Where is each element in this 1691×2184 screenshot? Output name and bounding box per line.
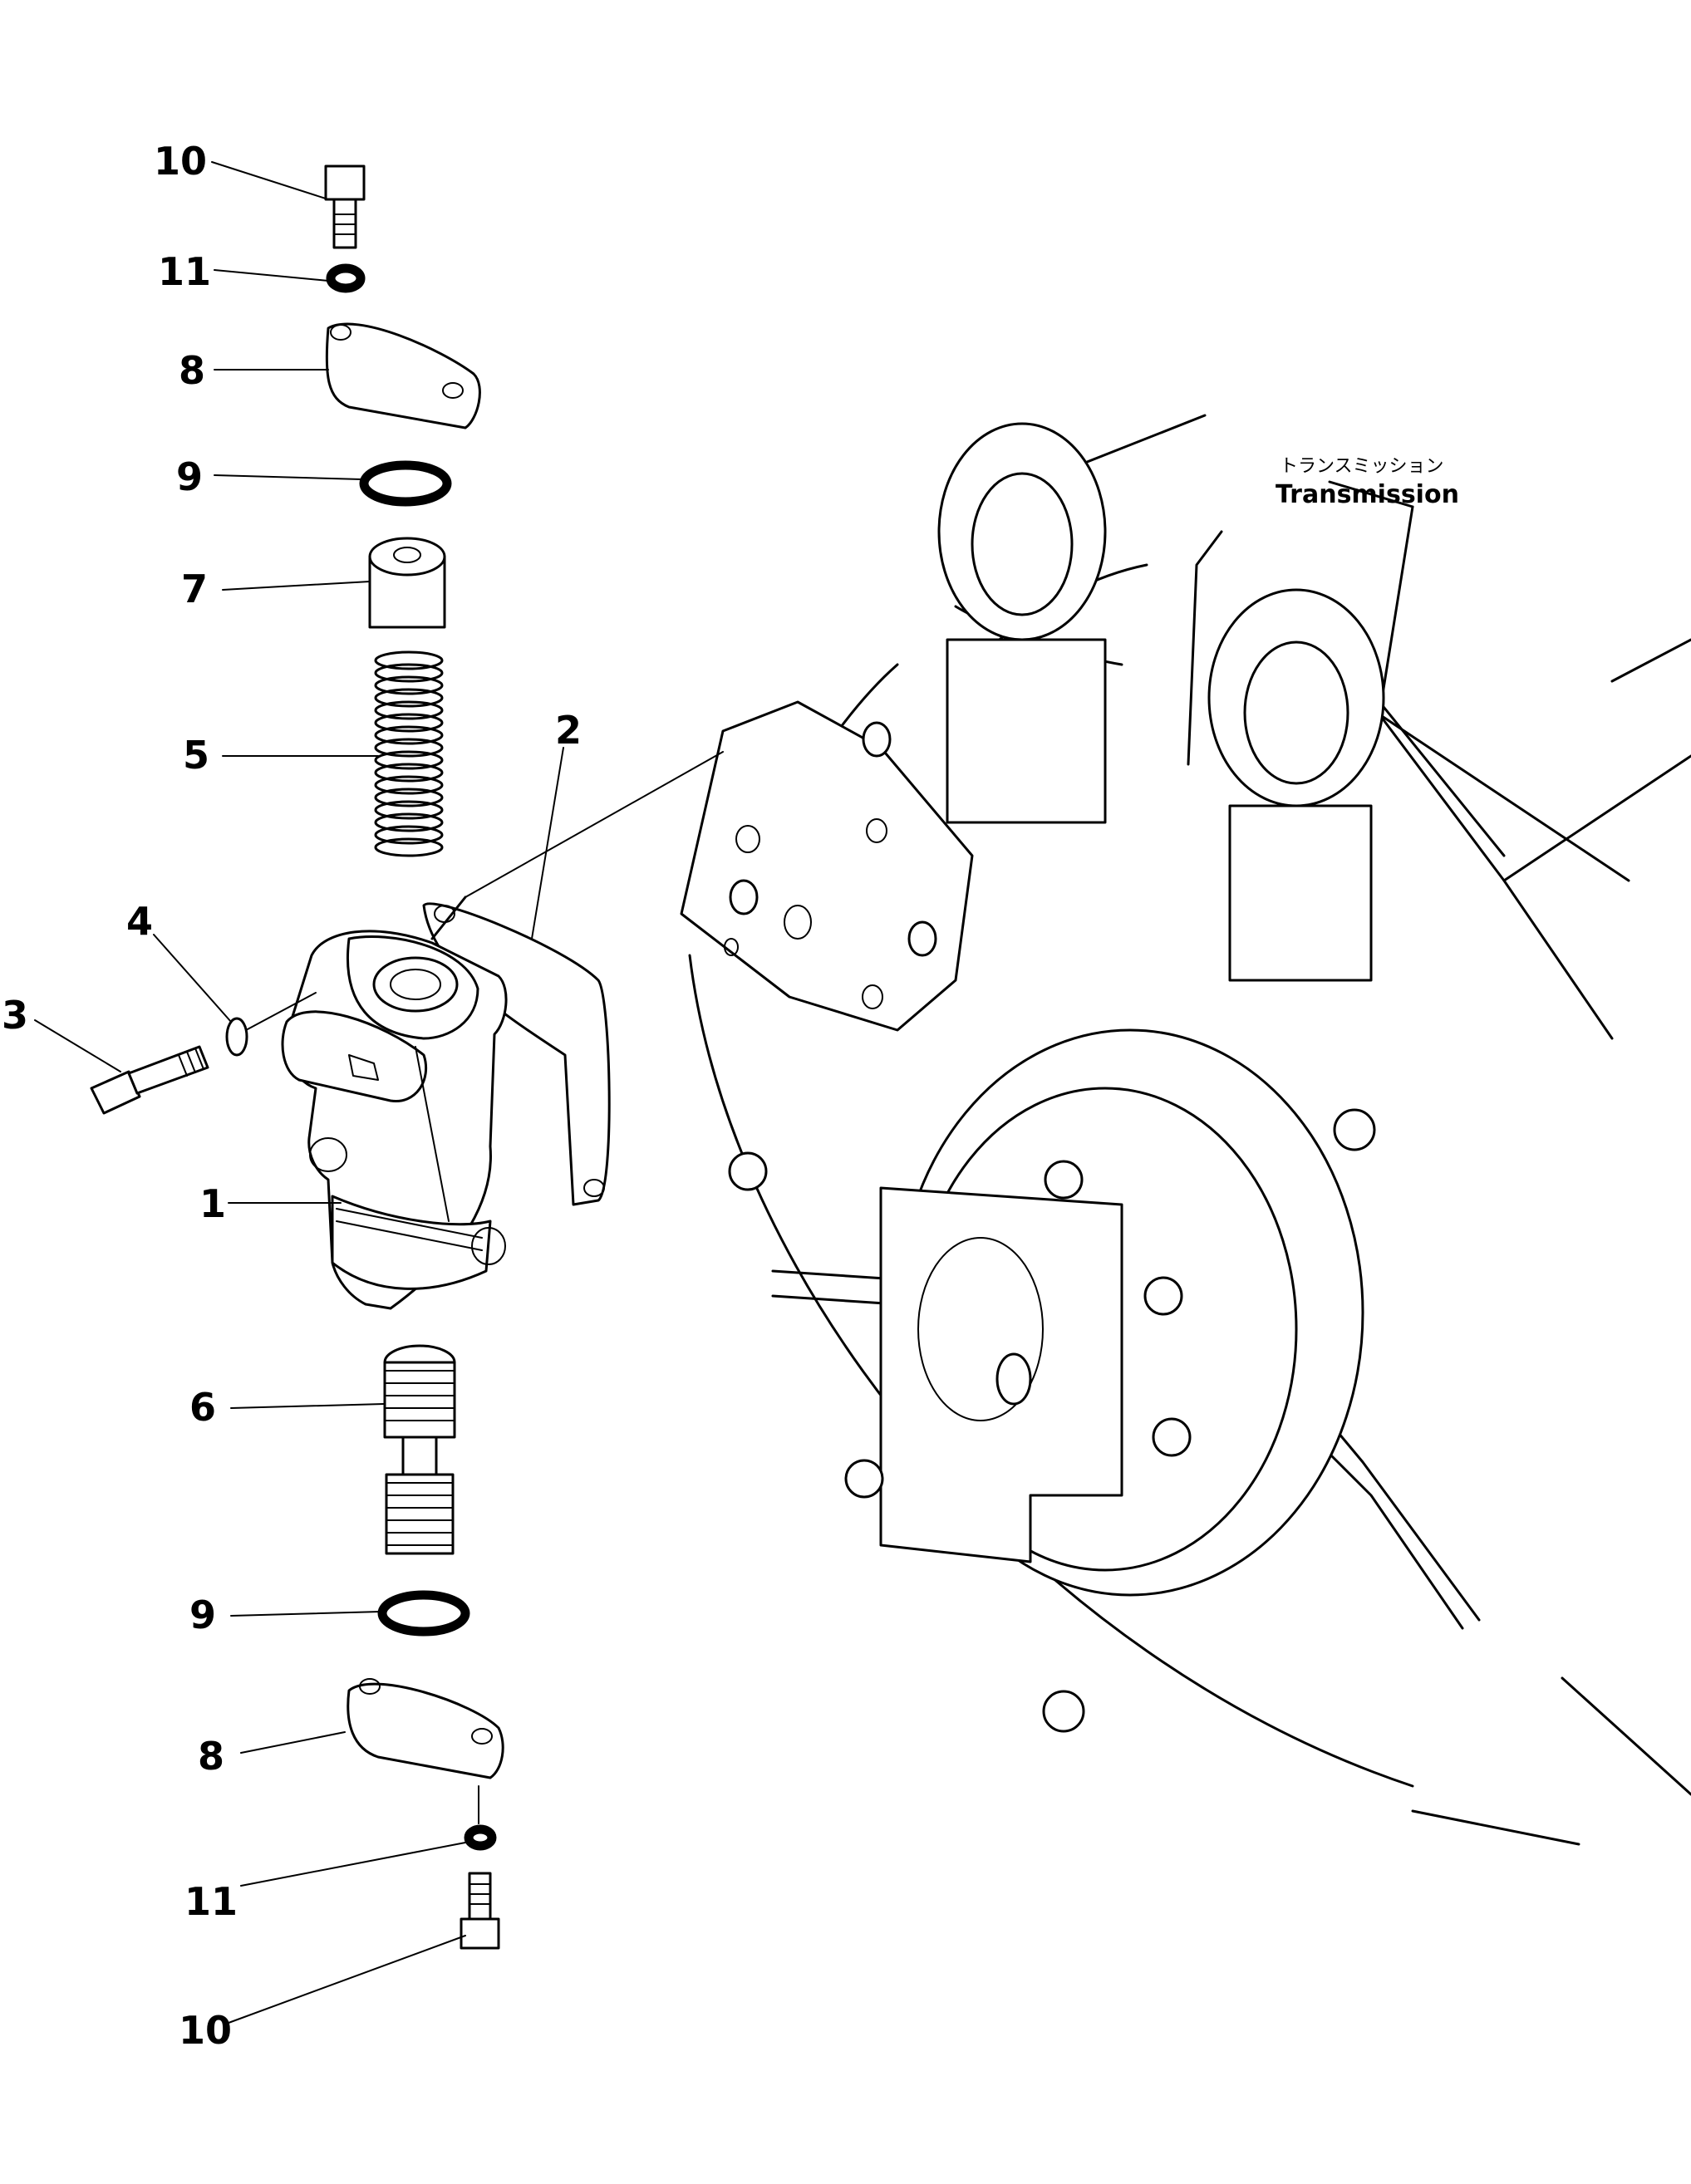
output-hub xyxy=(728,1028,1376,1733)
callout-1: 1 xyxy=(199,1181,226,1226)
spring-coil xyxy=(374,775,444,795)
spring-coil xyxy=(374,650,444,670)
valve-body-1 xyxy=(281,896,508,1310)
transmission-label-jp: トランスミッション xyxy=(1280,456,1444,477)
callout-10-bottom: 10 xyxy=(179,2008,232,2053)
callout-6: 6 xyxy=(189,1385,216,1430)
sleeve-7 xyxy=(368,537,446,629)
spring-coil xyxy=(374,812,444,832)
spring-coil xyxy=(374,763,444,783)
spring-coil xyxy=(374,725,444,745)
plunger-6 xyxy=(383,1344,456,1555)
spring-coil xyxy=(374,688,444,708)
spring-coil xyxy=(374,700,444,720)
spring-coil xyxy=(374,800,444,820)
assembly-line-bolt xyxy=(245,992,317,1031)
bolt-10-bottom xyxy=(460,1872,500,1950)
washer-11-bottom xyxy=(464,1824,497,1851)
cover-8-top xyxy=(325,322,481,429)
spring-coil xyxy=(374,663,444,683)
spring-coil xyxy=(374,788,444,807)
callout-11-top: 11 xyxy=(158,249,211,294)
spring-coil xyxy=(374,837,444,857)
callout-10-top: 10 xyxy=(154,139,207,184)
callout-8-bottom: 8 xyxy=(198,1734,224,1779)
callout-2: 2 xyxy=(555,708,582,753)
spring-coil xyxy=(374,750,444,770)
o-ring-9-top xyxy=(359,460,452,507)
washer-4 xyxy=(225,1017,248,1057)
spring-5 xyxy=(374,650,444,857)
leader-lines xyxy=(34,161,564,2024)
bolt-3 xyxy=(90,1045,209,1115)
spring-coil xyxy=(374,713,444,733)
callout-8-top: 8 xyxy=(179,348,205,393)
callout-4: 4 xyxy=(126,899,153,944)
spring-coil xyxy=(374,825,444,845)
transmission-housing: トランスミッション Transmission xyxy=(680,414,1691,1846)
callout-5: 5 xyxy=(183,733,209,778)
transmission-label-en: Transmission xyxy=(1276,480,1459,509)
callout-7: 7 xyxy=(181,567,208,611)
callout-9-top: 9 xyxy=(176,454,203,499)
lifting-eye-2 xyxy=(1207,588,1385,982)
lifting-eye-1 xyxy=(937,422,1107,824)
assembly-line-flange xyxy=(465,751,724,898)
spring-coil xyxy=(374,675,444,695)
bolt-10-top xyxy=(324,164,366,249)
callout-9-bottom: 9 xyxy=(189,1593,216,1637)
spring-coil xyxy=(374,738,444,758)
cover-8-bottom xyxy=(347,1678,504,1779)
callouts: 10 11 8 9 7 5 2 4 3 1 6 9 8 11 10 xyxy=(2,139,582,2053)
o-ring-9-bottom xyxy=(377,1590,470,1637)
washer-11-top xyxy=(326,263,366,293)
callout-3: 3 xyxy=(2,993,28,1038)
callout-11-bottom: 11 xyxy=(184,1879,238,1924)
